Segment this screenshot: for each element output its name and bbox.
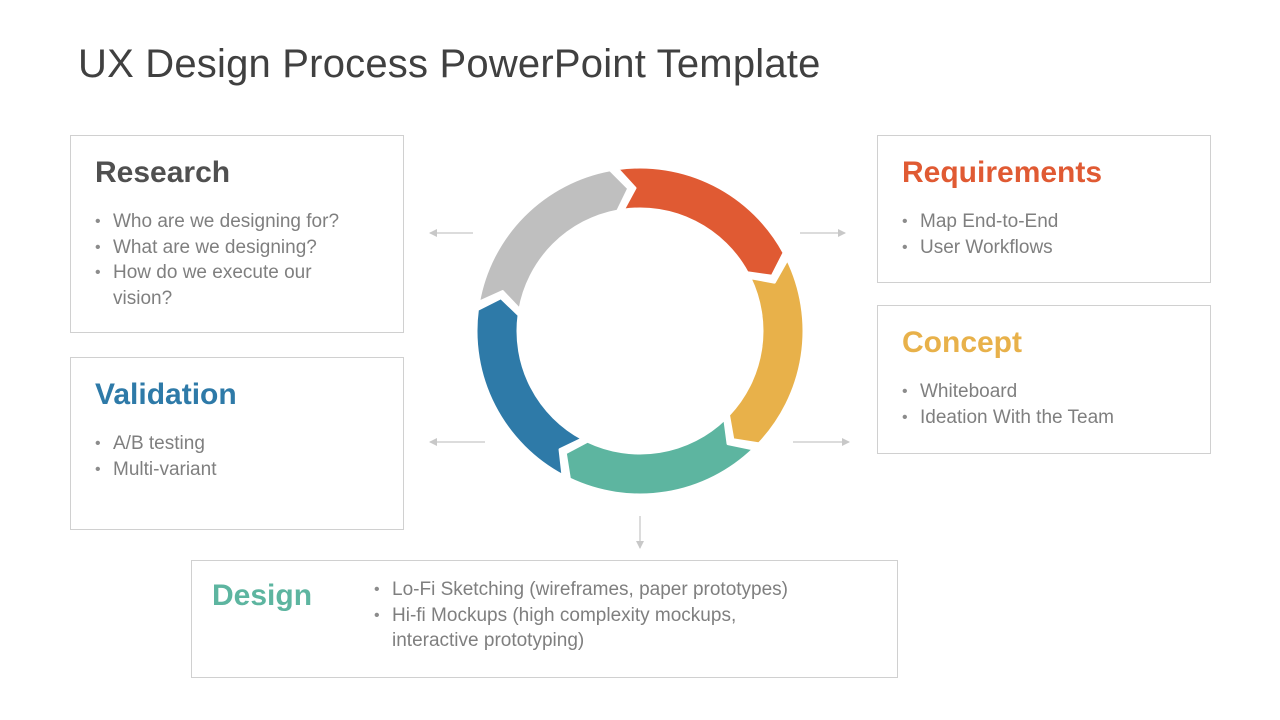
connector-arrows: [429, 229, 850, 549]
design-bullet: Hi-fi Mockups (high complexity mockups, …: [374, 603, 802, 654]
research-bullet: Who are we designing for?: [95, 209, 385, 235]
validation-title: Validation: [95, 378, 237, 411]
requirements-title: Requirements: [902, 156, 1103, 189]
research-bullet: How do we execute our vision?: [95, 260, 353, 311]
slide-title: UX Design Process PowerPoint Template: [78, 42, 821, 86]
cycle-segment-concept: [727, 257, 806, 446]
concept-bullet: Ideation With the Team: [902, 405, 1202, 431]
cycle-segment-design: [563, 417, 756, 497]
research-bullets: Who are we designing for? What are we de…: [95, 209, 385, 311]
concept-title: Concept: [902, 326, 1022, 359]
validation-box: Validation A/B testing Multi-variant: [70, 357, 404, 530]
concept-box: Concept Whiteboard Ideation With the Tea…: [877, 305, 1211, 454]
requirements-bullet: Map End-to-End: [902, 209, 1192, 235]
concept-bullets: Whiteboard Ideation With the Team: [902, 379, 1202, 430]
design-bullets: Lo-Fi Sketching (wireframes, paper proto…: [374, 577, 854, 654]
research-bullet: What are we designing?: [95, 235, 385, 261]
design-bullet: Lo-Fi Sketching (wireframes, paper proto…: [374, 577, 854, 603]
requirements-box: Requirements Map End-to-End User Workflo…: [877, 135, 1211, 283]
design-title: Design: [212, 579, 313, 612]
cycle-ring: [474, 165, 806, 497]
validation-bullet: A/B testing: [95, 431, 385, 457]
cycle-segment-requirements: [615, 165, 786, 278]
research-title: Research: [95, 156, 231, 189]
requirements-bullets: Map End-to-End User Workflows: [902, 209, 1192, 260]
cycle-segment-research: [476, 168, 631, 312]
research-box: Research Who are we designing for? What …: [70, 135, 404, 333]
cycle-segment-validation: [474, 296, 585, 478]
validation-bullet: Multi-variant: [95, 457, 385, 483]
concept-bullet: Whiteboard: [902, 379, 1202, 405]
requirements-bullet: User Workflows: [902, 235, 1192, 261]
design-box: Design Lo-Fi Sketching (wireframes, pape…: [191, 560, 898, 678]
validation-bullets: A/B testing Multi-variant: [95, 431, 385, 482]
